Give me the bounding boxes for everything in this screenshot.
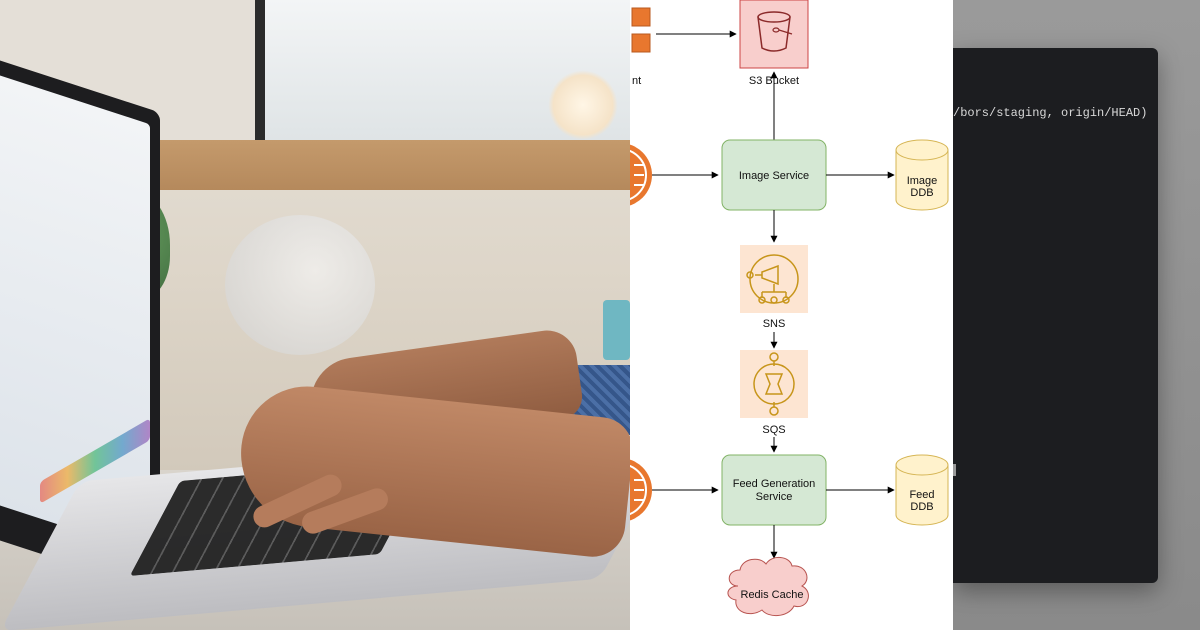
- s3-bucket-node[interactable]: [739, 0, 809, 69]
- terminal-git-log-line: /bors/staging, origin/HEAD): [953, 106, 1148, 120]
- client-device-icon: [631, 7, 651, 53]
- architecture-diagram: nt S3 Bucket Image Se: [630, 0, 953, 630]
- image-service-label: Image Service: [739, 170, 809, 182]
- sns-label: SNS: [763, 318, 786, 330]
- image-ddb-label-2: DDB: [910, 187, 933, 199]
- sns-node[interactable]: [740, 245, 808, 313]
- image-ddb-node[interactable]: Image DDB: [895, 139, 949, 211]
- feed-service-label-1: Feed Generation: [733, 478, 816, 490]
- feed-generation-service-node[interactable]: Feed Generation Service: [721, 454, 827, 526]
- client-label: nt: [632, 75, 641, 87]
- image-ddb-label-1: Image: [907, 175, 938, 187]
- light-glow: [548, 70, 618, 140]
- sns-topic-icon: [746, 254, 799, 304]
- feed-ddb-label-2: DDB: [910, 501, 933, 513]
- load-balancer-icon: [630, 144, 652, 206]
- image-service-node[interactable]: Image Service: [721, 139, 827, 211]
- terminal-cursor: [953, 464, 956, 476]
- feed-service-label-2: Service: [756, 491, 793, 503]
- sqs-queue-icon: [753, 352, 795, 416]
- terminal-window: /bors/staging, origin/HEAD): [953, 48, 1158, 583]
- load-balancer-icon: [630, 459, 652, 521]
- laptop-typing-photo: [0, 0, 630, 630]
- feed-ddb-label-1: Feed: [909, 489, 934, 501]
- feed-ddb-node[interactable]: Feed DDB: [895, 454, 949, 526]
- redis-cache-label: Redis Cache: [741, 589, 804, 601]
- sqs-node[interactable]: [740, 350, 808, 418]
- redis-cache-node[interactable]: Redis Cache: [727, 557, 809, 616]
- terminal-backdrop: /bors/staging, origin/HEAD): [953, 0, 1200, 630]
- cup: [603, 300, 630, 360]
- window-sill: [140, 140, 630, 190]
- bucket-icon: [757, 11, 793, 52]
- desk-lamp: [225, 215, 375, 355]
- sqs-label: SQS: [762, 424, 785, 436]
